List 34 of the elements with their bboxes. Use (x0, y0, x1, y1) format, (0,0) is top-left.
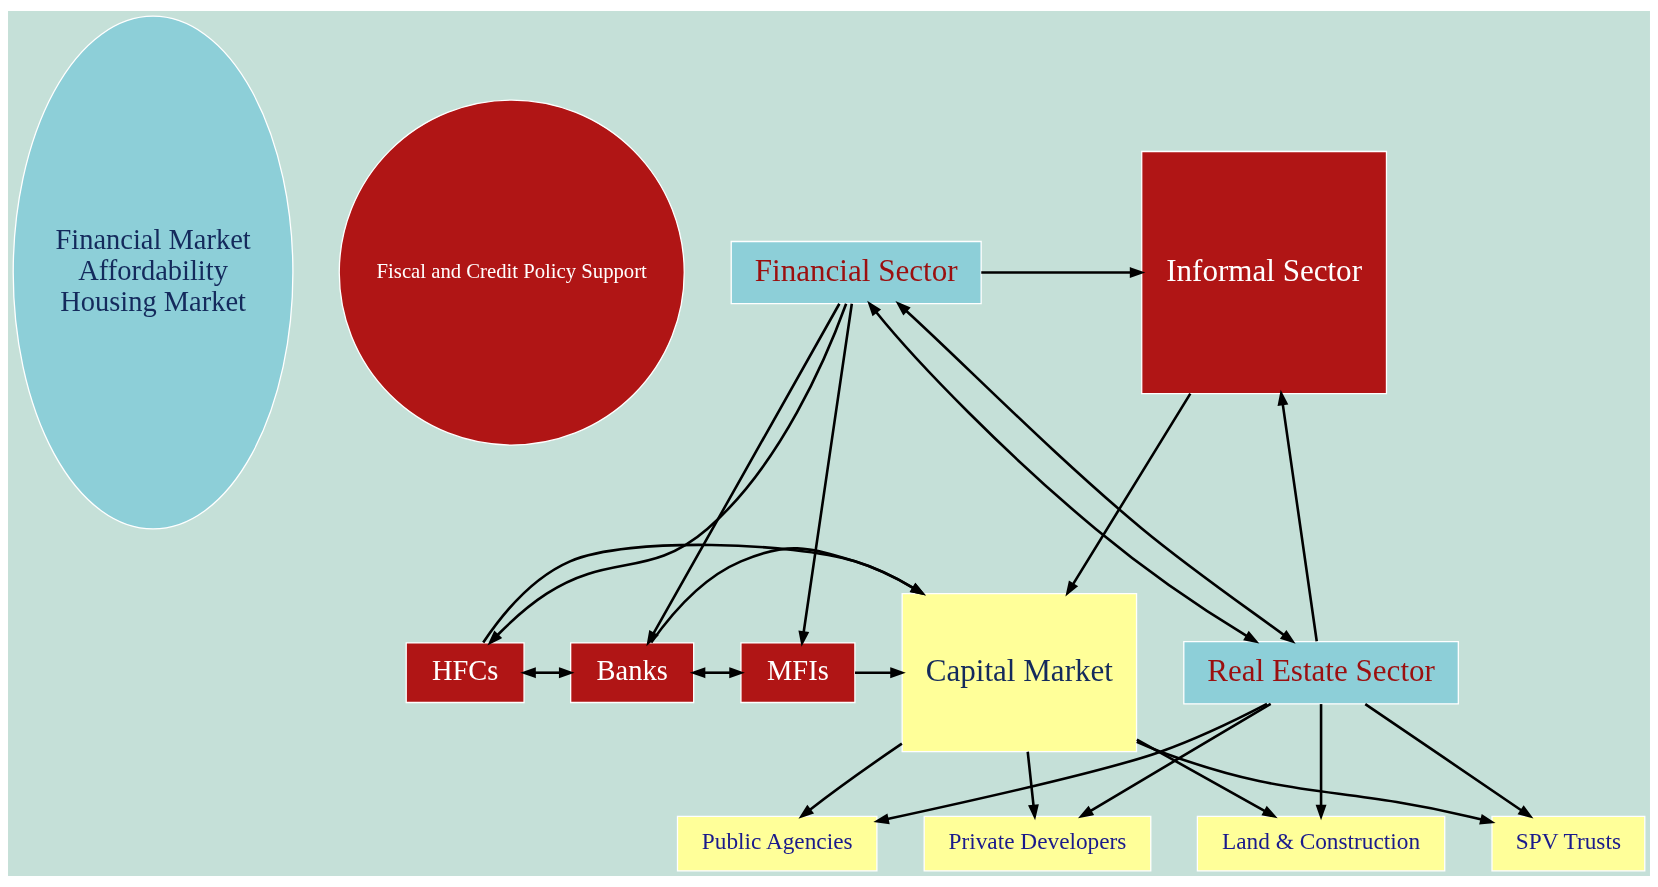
node-box: Public Agencies (676, 815, 878, 872)
arrow (520, 667, 575, 679)
arrow (895, 301, 1296, 644)
node-box: Real Estate Sector (1183, 640, 1459, 705)
node-box: Financial Sector (730, 240, 982, 305)
arrow (873, 702, 1268, 825)
node-ellipse: Financial Market Affordability Housing Market (12, 15, 294, 530)
arrow (798, 303, 854, 647)
arrow (1077, 702, 1272, 819)
node-box: HFCs (405, 642, 525, 704)
arrow (482, 543, 926, 644)
arrow (1136, 738, 1278, 819)
node-box: Private Developers (923, 815, 1152, 872)
arrow (867, 300, 1260, 644)
arrow (981, 267, 1146, 279)
arrow (1315, 704, 1327, 821)
arrow (1364, 703, 1534, 819)
node-box: Capital Market (901, 593, 1138, 753)
arrow (487, 303, 848, 646)
arrow (1277, 389, 1319, 642)
arrow (1136, 740, 1496, 825)
arrow (650, 547, 926, 644)
node-box: Informal Sector (1141, 150, 1388, 395)
node-box: Land & Construction (1196, 815, 1446, 872)
node-circle: Fiscal and Credit Policy Support (338, 99, 685, 446)
node-box: MFIs (740, 642, 856, 704)
arrow (1026, 751, 1039, 821)
arrow (1065, 393, 1192, 597)
node-box: SPV Trusts (1491, 815, 1646, 872)
arrow (646, 303, 841, 647)
node-box: Banks (570, 642, 695, 704)
arrow (689, 667, 745, 679)
arrow (855, 667, 906, 679)
arrow (798, 742, 903, 819)
